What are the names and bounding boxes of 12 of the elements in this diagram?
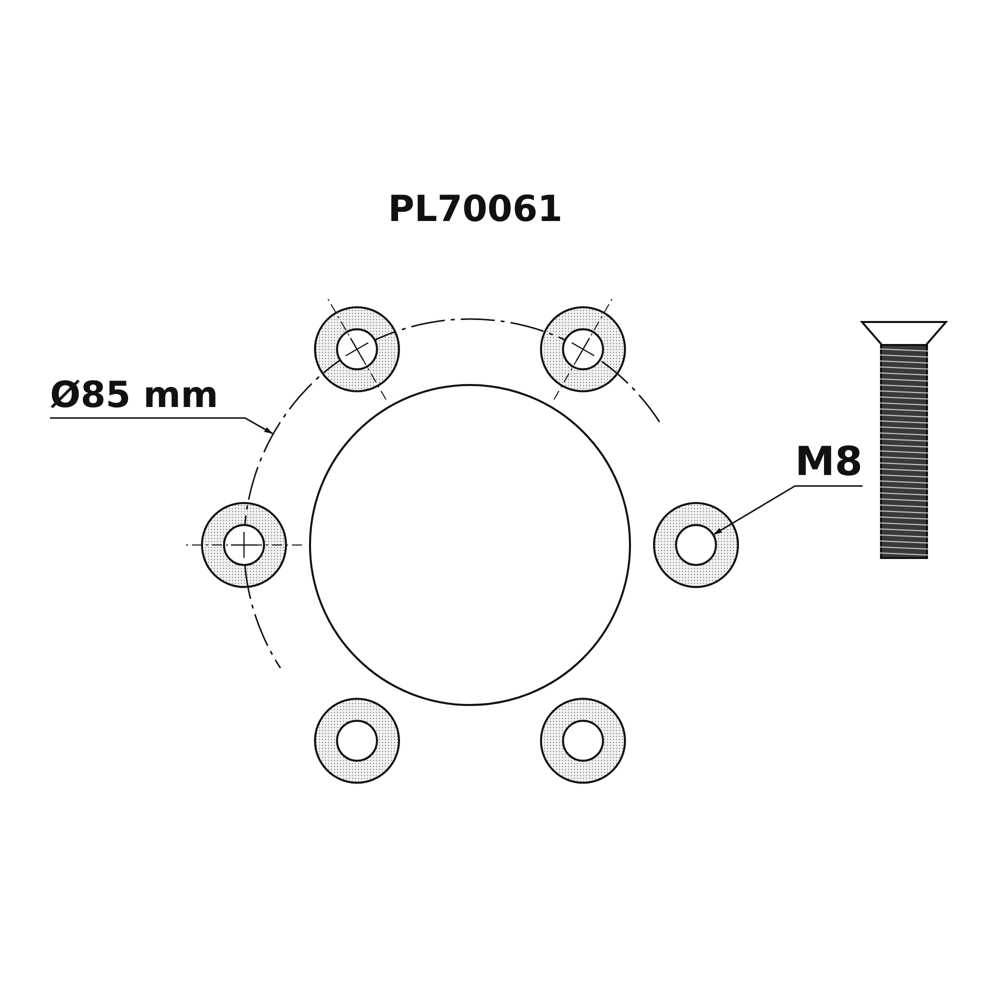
drawing-title: PL70061 xyxy=(388,192,563,228)
bolt-hole xyxy=(562,328,604,370)
dimension-text: M8 xyxy=(795,442,863,482)
leader-line xyxy=(50,417,274,435)
dimension-text: Ø85 mm xyxy=(50,378,218,414)
leader-line xyxy=(712,485,863,536)
bolt-hole xyxy=(675,524,717,566)
bolt-hole xyxy=(336,328,378,370)
center-bore-circle xyxy=(309,384,631,706)
bolt-hole xyxy=(336,720,378,762)
bolt-hole xyxy=(562,720,604,762)
bolt-hole xyxy=(223,524,265,566)
